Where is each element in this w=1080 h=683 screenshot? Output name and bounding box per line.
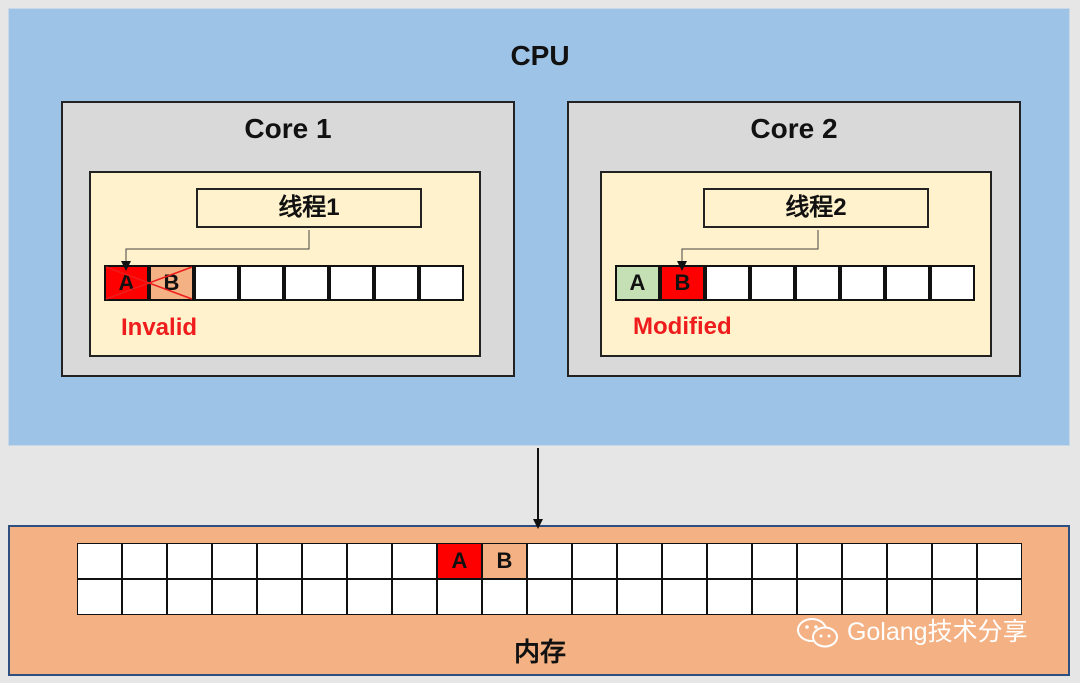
core-2-status: Modified [633, 313, 732, 340]
core-2-thread: 线程2 [703, 188, 929, 228]
memory-cell [437, 579, 482, 615]
cpu-title: CPU [510, 40, 570, 71]
memory-cell [257, 543, 302, 579]
watermark: Golang技术分享 [796, 614, 1028, 650]
core-1-thread: 线程1 [196, 188, 422, 228]
core-1-status: Invalid [121, 314, 198, 341]
memory-cell [617, 579, 662, 615]
memory-cell [707, 579, 752, 615]
memory-title: 内存 [513, 637, 566, 667]
memory-cell [167, 543, 212, 579]
memory-cell [392, 543, 437, 579]
core-1-cache-cell [239, 265, 284, 301]
memory-cell [617, 543, 662, 579]
core-2-cache-cell [795, 265, 840, 301]
memory-cell [572, 543, 617, 579]
memory-cell [392, 579, 437, 615]
memory-cell [347, 579, 392, 615]
core-2-cache-cell: B [660, 265, 705, 301]
core-2-cache-cell [840, 265, 885, 301]
memory-cell [752, 579, 797, 615]
memory-cell [707, 543, 752, 579]
memory-cell [977, 543, 1022, 579]
memory-cell [932, 579, 977, 615]
memory-cell: B [482, 543, 527, 579]
memory-cell [887, 543, 932, 579]
memory-cell [527, 579, 572, 615]
memory-cell [212, 579, 257, 615]
memory-cell [347, 543, 392, 579]
core-1-cache-cell [374, 265, 419, 301]
memory-cell [572, 579, 617, 615]
wechat-icon [797, 618, 838, 648]
memory-cell: A [437, 543, 482, 579]
memory-cell [797, 543, 842, 579]
memory-cell [302, 579, 347, 615]
core-1-cache-cell [419, 265, 464, 301]
core-2-cache-cell [930, 265, 975, 301]
memory-cell [662, 543, 707, 579]
core-1-cache-cell [284, 265, 329, 301]
memory-cell [77, 579, 122, 615]
memory-cell [302, 543, 347, 579]
memory-cell [257, 579, 302, 615]
core-2-cache-cell: A [615, 265, 660, 301]
core-2-title: Core 2 [750, 113, 838, 144]
core-1-cache-cell [194, 265, 239, 301]
memory-cell [167, 579, 212, 615]
memory-cell [122, 543, 167, 579]
memory-cell [797, 579, 842, 615]
core-2-cache-cell [750, 265, 795, 301]
watermark-text: Golang技术分享 [846, 618, 1028, 646]
memory-cell [842, 579, 887, 615]
core-2-cache-cell [705, 265, 750, 301]
memory-cell [482, 579, 527, 615]
core-2-cache-cell [885, 265, 930, 301]
memory-cell [662, 579, 707, 615]
invalid-cross-mark [105, 266, 193, 300]
memory-cell [887, 579, 932, 615]
memory-cell [752, 543, 797, 579]
memory-cell [977, 579, 1022, 615]
memory-cell [77, 543, 122, 579]
memory-cell [212, 543, 257, 579]
memory-cell [842, 543, 887, 579]
memory-cell [122, 579, 167, 615]
memory-cell [932, 543, 977, 579]
core-1-title: Core 1 [244, 113, 332, 144]
memory-cell [527, 543, 572, 579]
core-1-cache-cell [329, 265, 374, 301]
